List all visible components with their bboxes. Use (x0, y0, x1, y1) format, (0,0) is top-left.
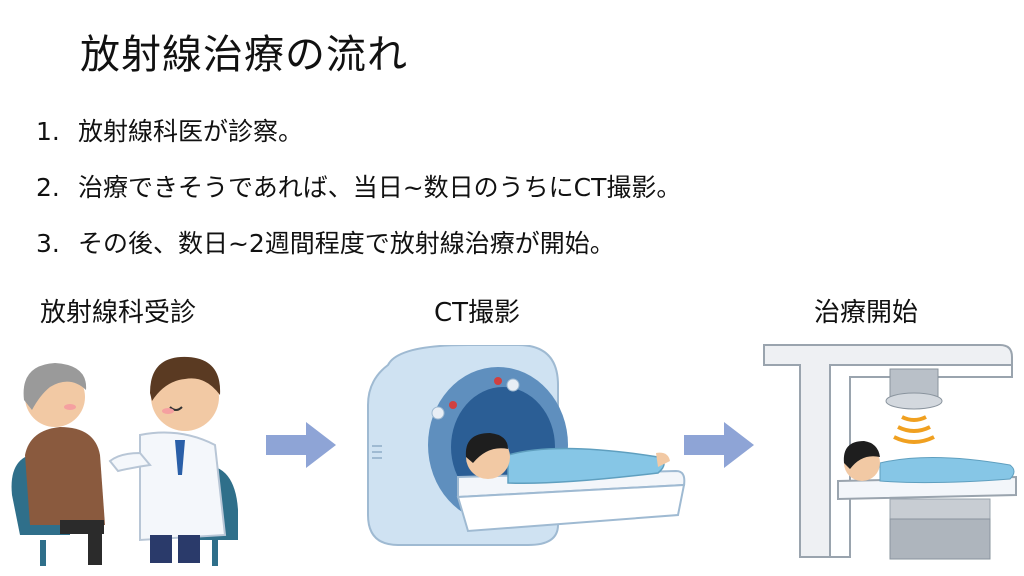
step-text: 治療できそうであれば、当日~数日のうちにCT撮影。 (77, 173, 682, 202)
slide-title: 放射線治療の流れ (80, 32, 408, 78)
stage-label-treatment-start: 治療開始 (814, 298, 919, 328)
step-item: 1. 放射線科医が診察。 (36, 112, 681, 168)
ct-scanner-illustration (367, 345, 686, 546)
arrow-right-icon (684, 422, 754, 468)
step-number: 2. (36, 173, 60, 202)
radiation-treatment-machine-illustration (763, 344, 1017, 560)
doctor-consultation-illustration (11, 356, 238, 566)
step-item: 3. その後、数日~2週間程度で放射線治療が開始。 (36, 224, 681, 280)
arrow-right-icon (266, 422, 336, 468)
step-text: 放射線科医が診察。 (77, 117, 303, 146)
step-item: 2. 治療できそうであれば、当日~数日のうちにCT撮影。 (36, 168, 681, 224)
stage-label-ct-scan: CT撮影 (434, 298, 521, 328)
stage-label-consultation: 放射線科受診 (40, 298, 197, 328)
step-number: 3. (36, 229, 60, 258)
step-text: その後、数日~2週間程度で放射線治療が開始。 (77, 229, 615, 258)
step-number: 1. (36, 117, 60, 146)
steps-list: 1. 放射線科医が診察。 2. 治療できそうであれば、当日~数日のうちにCT撮影… (36, 112, 681, 280)
